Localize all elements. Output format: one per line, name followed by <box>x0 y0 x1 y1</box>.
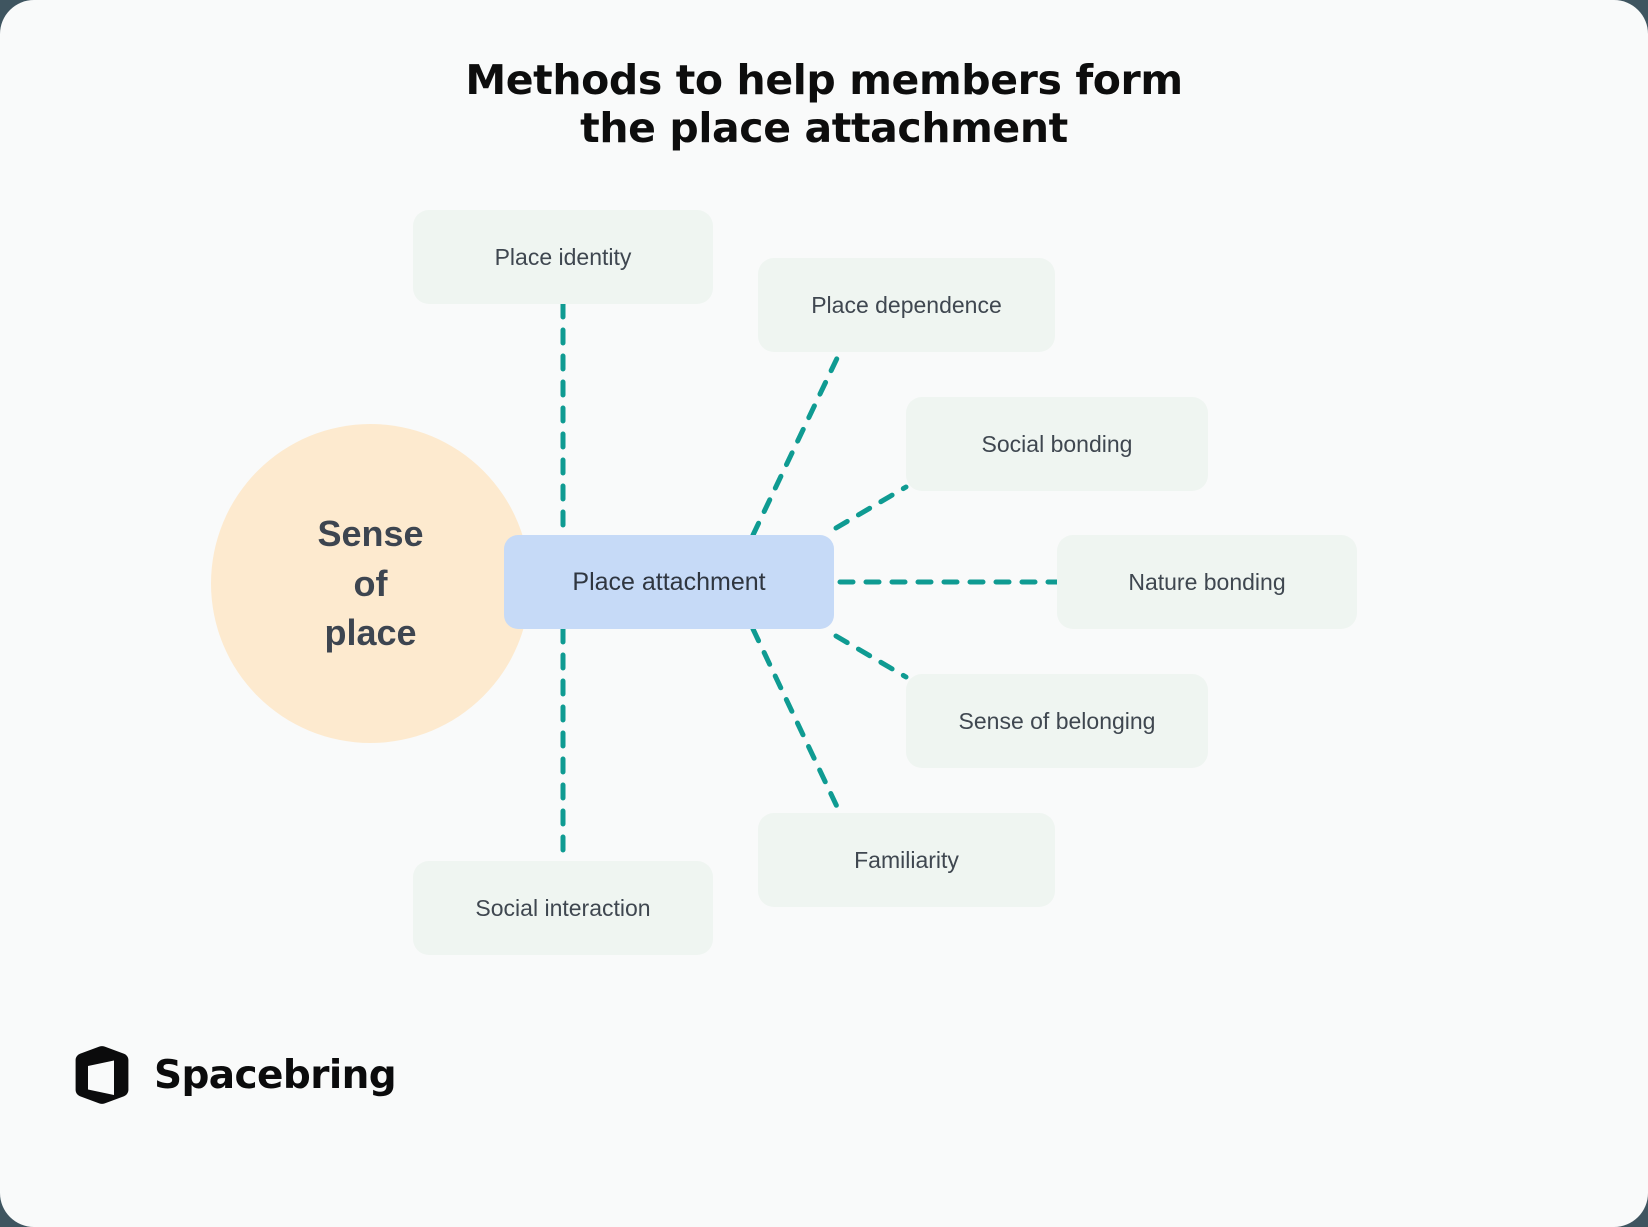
node-place-identity[interactable]: Place identity <box>413 210 713 304</box>
node-place-dependence[interactable]: Place dependence <box>758 258 1055 352</box>
page-title-line-2: the place attachment <box>580 104 1068 153</box>
edge-center-to-familiarity <box>750 626 843 816</box>
node-label: Place attachment <box>572 567 766 596</box>
node-social-interaction[interactable]: Social interaction <box>413 861 713 955</box>
spacebring-logo[interactable]: Spacebring <box>70 1044 397 1106</box>
page-title-line-1: Methods to help members form <box>465 56 1183 104</box>
node-label: Social interaction <box>475 894 651 921</box>
node-label: Place dependence <box>811 291 1002 318</box>
sense-of-place-label: Sense of place <box>317 509 423 658</box>
sense-of-place-line-2: of <box>353 562 388 604</box>
node-sense-of-belonging[interactable]: Sense of belonging <box>906 674 1208 768</box>
node-social-bonding[interactable]: Social bonding <box>906 397 1208 491</box>
node-label: Nature bonding <box>1128 568 1286 595</box>
spacebring-cube-icon <box>75 1046 129 1104</box>
node-label: Social bonding <box>981 430 1133 457</box>
page-title: Methods to help members form the place a… <box>0 56 1648 153</box>
node-familiarity[interactable]: Familiarity <box>758 813 1055 907</box>
node-label: Sense of belonging <box>958 707 1156 734</box>
node-label: Place identity <box>494 243 632 270</box>
node-label: Familiarity <box>854 846 959 873</box>
sense-of-place-line-1: Sense <box>317 512 424 554</box>
sense-of-place-line-3: place <box>324 612 417 654</box>
edge-center-to-sense-of-belonging <box>833 633 909 680</box>
node-place-attachment[interactable]: Place attachment <box>504 535 834 629</box>
edge-center-to-place-dependence <box>750 349 843 538</box>
spacebring-wordmark: Spacebring <box>154 1052 397 1098</box>
node-nature-bonding[interactable]: Nature bonding <box>1057 535 1357 629</box>
sense-of-place-circle[interactable]: Sense of place <box>211 424 530 743</box>
edge-center-to-social-bonding <box>833 484 909 531</box>
